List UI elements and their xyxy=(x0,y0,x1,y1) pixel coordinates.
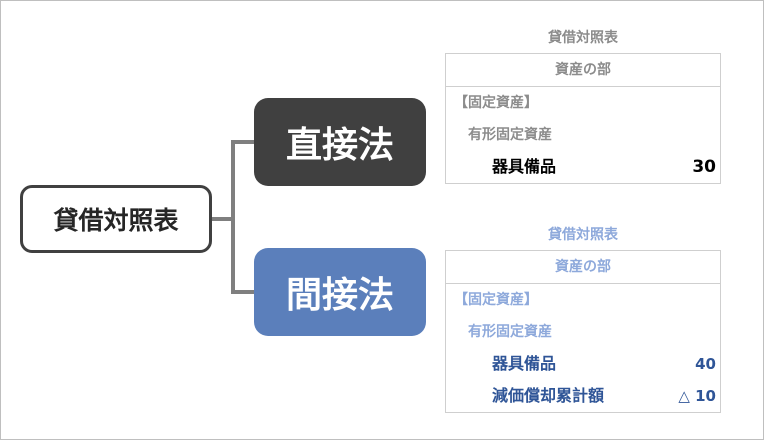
indirect-item-row: 器具備品 40 xyxy=(446,348,720,380)
indirect-item-label: 器具備品 xyxy=(492,354,557,373)
indirect-method-node: 間接法 xyxy=(254,248,426,336)
direct-section-row: 【固定資産】 xyxy=(446,87,720,119)
direct-balance-sheet: 資産の部 【固定資産】 有形固定資産 器具備品 30 xyxy=(445,53,721,184)
indirect-contra-row: 減価償却累計額 △ 10 xyxy=(446,380,720,412)
direct-item-row: 器具備品 30 xyxy=(446,151,720,183)
indirect-sheet-title: 貸借対照表 xyxy=(548,227,618,243)
root-node-balance-sheet: 貸借対照表 xyxy=(20,185,212,253)
indirect-subsection-label: 有形固定資産 xyxy=(468,324,552,340)
direct-sheet-header: 資産の部 xyxy=(446,54,720,87)
indirect-section-label: 【固定資産】 xyxy=(454,292,538,308)
direct-subsection-label: 有形固定資産 xyxy=(468,127,552,143)
indirect-sheet-header: 資産の部 xyxy=(446,251,720,284)
indirect-item-value: 40 xyxy=(695,355,716,373)
direct-section-label: 【固定資産】 xyxy=(454,95,538,111)
indirect-subsection-row: 有形固定資産 xyxy=(446,316,720,348)
direct-sheet-title: 貸借対照表 xyxy=(548,30,618,46)
indirect-contra-value: △ 10 xyxy=(678,387,716,405)
direct-subsection-row: 有形固定資産 xyxy=(446,119,720,151)
direct-item-value: 30 xyxy=(692,157,716,177)
direct-item-label: 器具備品 xyxy=(492,157,557,176)
direct-method-node: 直接法 xyxy=(254,98,426,186)
indirect-balance-sheet: 資産の部 【固定資産】 有形固定資産 器具備品 40 減価償却累計額 △ 10 xyxy=(445,250,721,413)
indirect-contra-label: 減価償却累計額 xyxy=(492,386,605,405)
indirect-section-row: 【固定資産】 xyxy=(446,284,720,316)
